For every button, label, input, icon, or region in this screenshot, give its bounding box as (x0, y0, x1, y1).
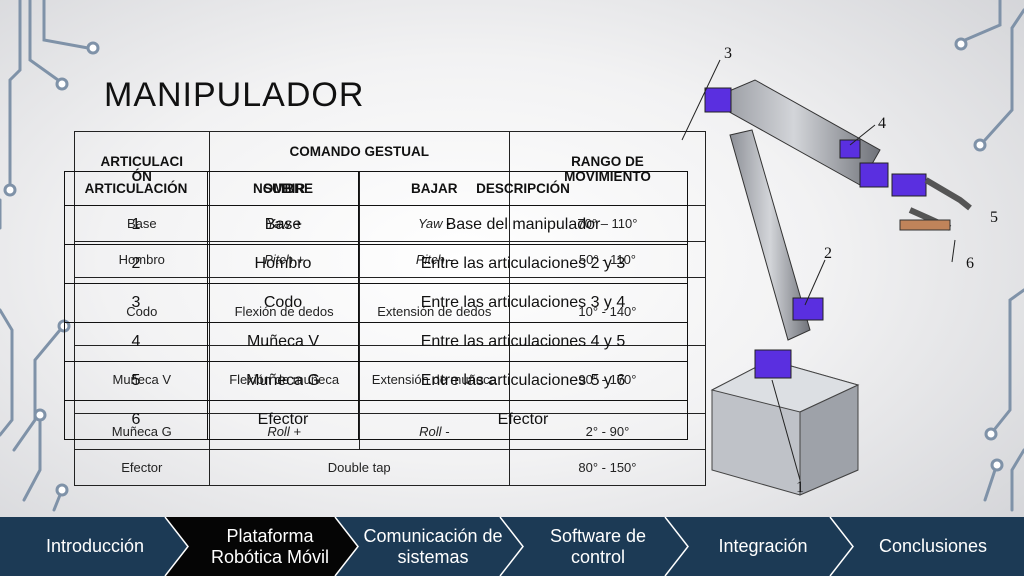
table-row: 6 Efector Efector (64, 400, 688, 440)
nav-chevrons (164, 517, 854, 576)
robot-label-1: 1 (796, 479, 804, 496)
gesture-cell: Double tap (208, 449, 510, 486)
num-cell: 5 (64, 361, 208, 401)
robot-label-2: 2 (824, 245, 832, 262)
desc-cell: Entre las articulaciones 3 y 4 (358, 283, 688, 323)
header-name: NOMBRE (207, 171, 359, 206)
joint-cell: Efector (74, 449, 210, 486)
section-navigation-bar: Introducción Plataforma Robótica Móvil C… (0, 517, 1024, 576)
header-description: DESCRIPCIÓN (358, 171, 688, 206)
robot-arm-illustration: 3 4 5 2 6 1 (681, 45, 998, 496)
header-articulation: ARTICULACIÓN (64, 171, 208, 206)
table-row: 2 Hombro Entre las articulaciones 2 y 3 (64, 244, 688, 284)
nav-item-conclusiones[interactable]: Conclusiones (878, 536, 988, 556)
desc-cell: Entre las articulaciones 4 y 5 (358, 322, 688, 362)
num-cell: 2 (64, 244, 208, 284)
name-cell: Hombro (207, 244, 359, 284)
range-cell: 80° - 150° (508, 449, 707, 486)
robot-label-6: 6 (966, 255, 974, 272)
num-cell: 6 (64, 400, 208, 440)
header-gesture-command: COMANDO GESTUAL (208, 131, 510, 172)
desc-cell: Entre las articulaciones 5 y 6 (358, 361, 688, 401)
nav-item-software[interactable]: Software de control (549, 525, 647, 567)
table-row: 5 Muñeca G Entre las articulaciones 5 y … (64, 361, 688, 401)
name-cell: Efector (207, 400, 359, 440)
table-row: Efector Double tap 80° - 150° (74, 449, 707, 486)
joint-description-table: ARTICULACIÓN NOMBRE DESCRIPCIÓN 1 Base B… (64, 171, 688, 440)
nav-item-introduccion[interactable]: Introducción (45, 536, 145, 556)
name-cell: Base (207, 205, 359, 245)
desc-cell: Base del manipulador (358, 205, 688, 245)
num-cell: 4 (64, 322, 208, 362)
nav-item-integracion[interactable]: Integración (718, 536, 808, 556)
name-cell: Muñeca V (207, 322, 359, 362)
num-cell: 3 (64, 283, 208, 323)
desc-cell: Entre las articulaciones 2 y 3 (358, 244, 688, 284)
robot-label-4: 4 (878, 115, 886, 132)
robot-label-3: 3 (724, 45, 732, 62)
slide-title: MANIPULADOR (104, 76, 365, 114)
name-cell: Codo (207, 283, 359, 323)
robot-label-5: 5 (990, 209, 998, 226)
name-cell: Muñeca G (207, 361, 359, 401)
nav-item-comunicacion[interactable]: Comunicación de sistemas (363, 525, 503, 567)
table-row: 1 Base Base del manipulador (64, 205, 688, 245)
desc-cell: Efector (358, 400, 688, 440)
table-row: 3 Codo Entre las articulaciones 3 y 4 (64, 283, 688, 323)
nav-item-plataforma[interactable]: Plataforma Robótica Móvil (210, 525, 330, 567)
num-cell: 1 (64, 205, 208, 245)
table-row: 4 Muñeca V Entre las articulaciones 4 y … (64, 322, 688, 362)
